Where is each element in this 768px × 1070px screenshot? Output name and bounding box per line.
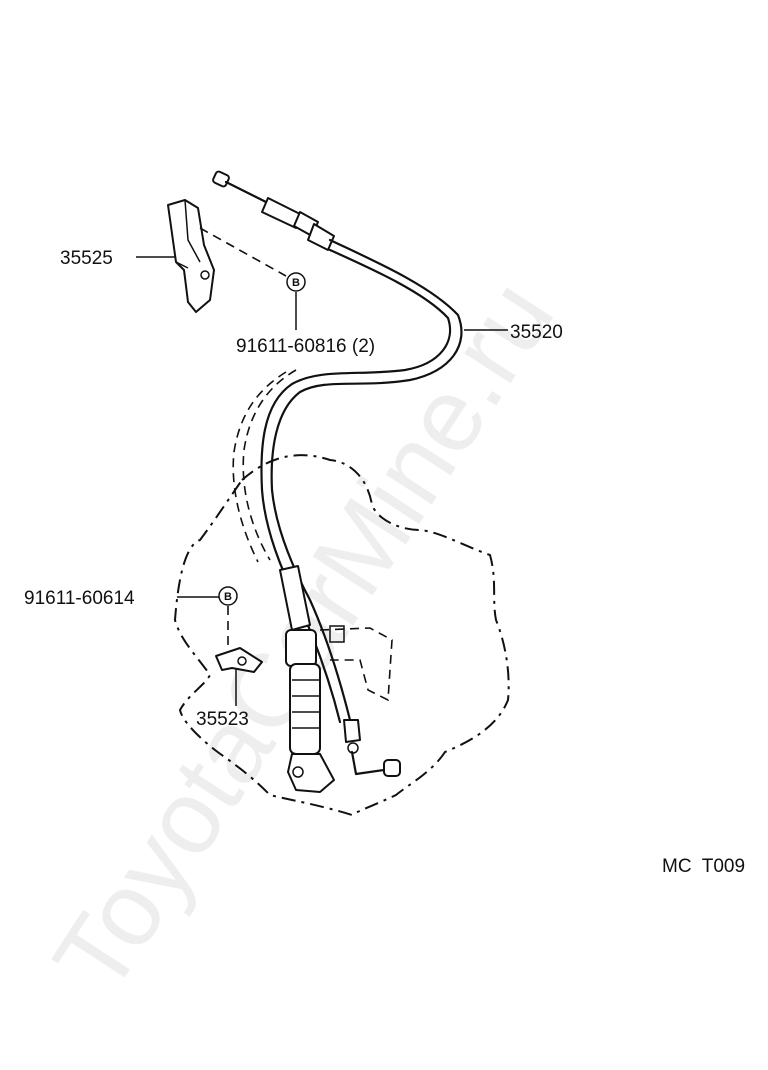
callout-35520: 35520 bbox=[510, 322, 563, 343]
bracket-upper bbox=[167, 199, 215, 313]
cable-end-fitting bbox=[212, 170, 335, 251]
transmission-outline bbox=[173, 454, 510, 817]
cable-phantom-route bbox=[242, 369, 297, 561]
cable-lower-end bbox=[343, 719, 401, 777]
callout-91611-60614: 91611-60614 bbox=[24, 588, 135, 609]
bracket-lower bbox=[215, 647, 263, 673]
svg-text:B: B bbox=[224, 591, 232, 603]
figure-code: MC T009 bbox=[662, 856, 745, 877]
svg-text:B: B bbox=[292, 277, 300, 289]
callout-91611-60816: 91611-60816 (2) bbox=[236, 336, 375, 357]
mount-phantom bbox=[319, 627, 393, 702]
callout-35523: 35523 bbox=[196, 709, 249, 730]
bolt-lower-symbol: B bbox=[218, 586, 238, 606]
bolt-upper-symbol: B bbox=[286, 272, 306, 292]
callout-35525: 35525 bbox=[60, 248, 113, 269]
cable-sleeve-assembly bbox=[279, 565, 335, 793]
bracket-upper-alignment-line bbox=[199, 227, 287, 277]
cable-main bbox=[270, 238, 463, 722]
